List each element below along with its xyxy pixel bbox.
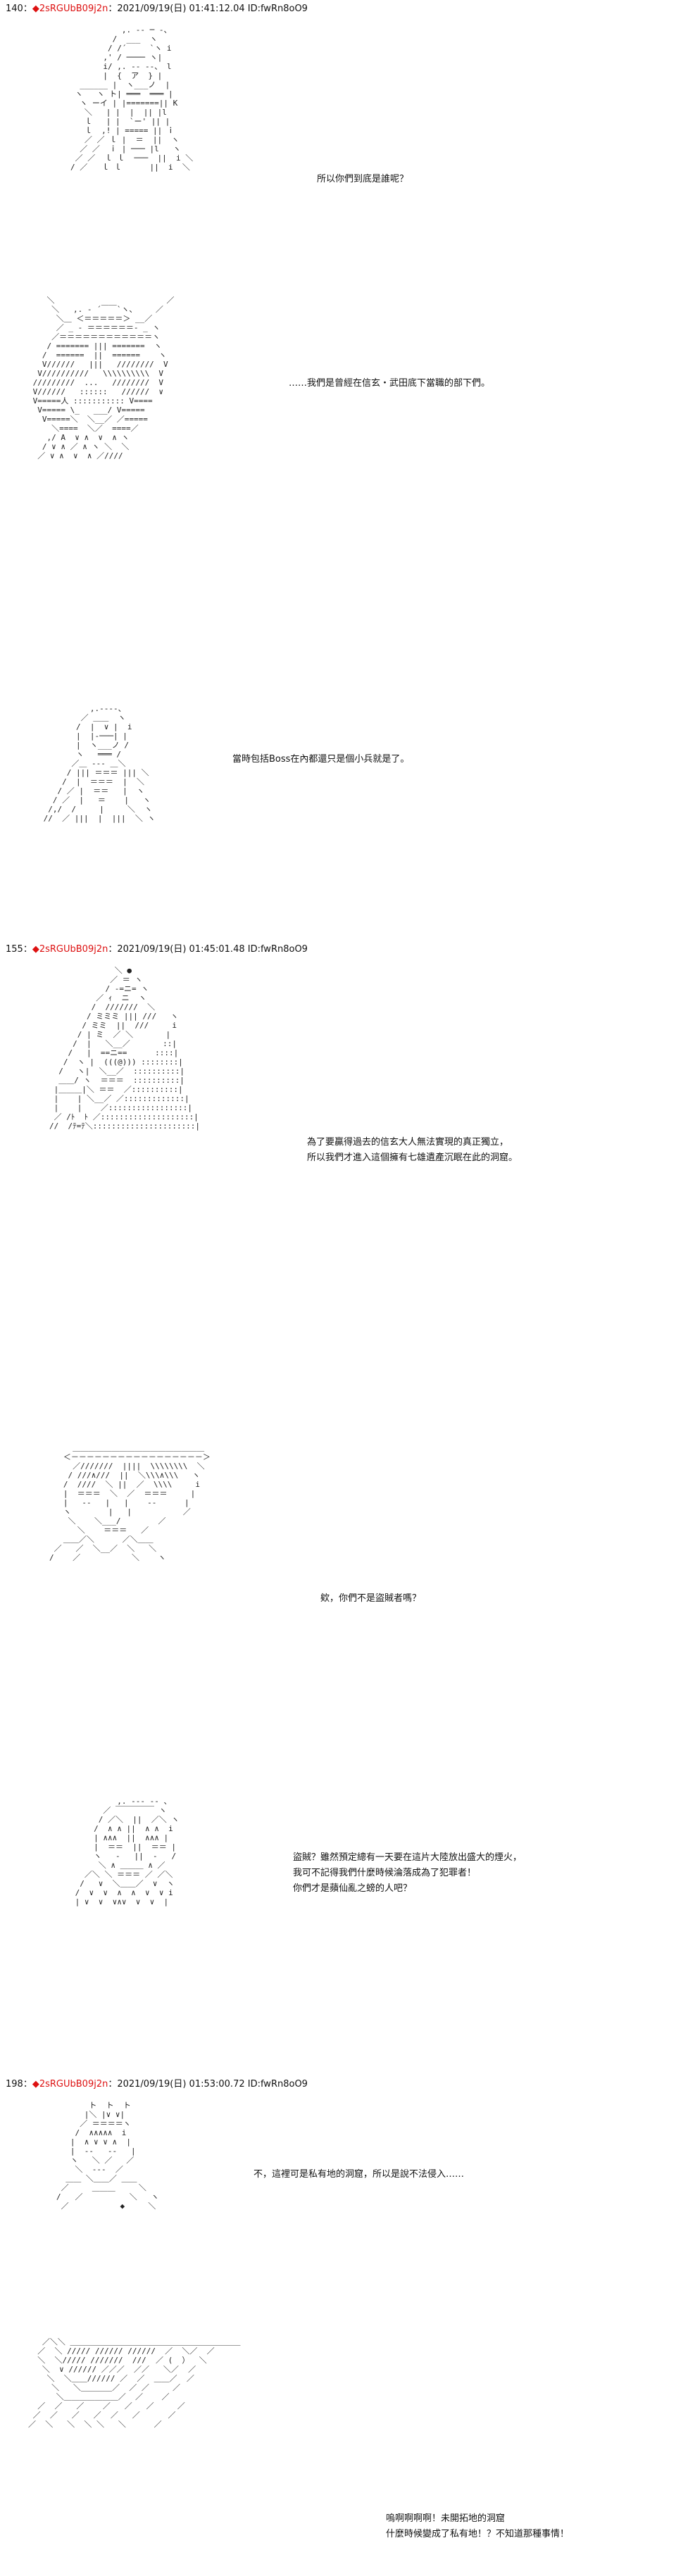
dialog-text: 盜賊？雖然預定總有一天要在這片大陸放出盛大的煙火， 我可不記得我們什麼時候淪落成… <box>293 1852 522 1894</box>
ascii-art-character-4: ＼ ● ／ ＝ ヽ / ‐=ニ= ヽ ／ ｨ ニ ヽ / /////// ＼ /… <box>49 966 201 1131</box>
post-meta: ：2021/09/19(日) 01:53:00.72 ID:fwRn8oO9 <box>108 2079 308 2090</box>
dialog-text: 不，這裡可是私有地的洞窟，所以是說不法侵入…… <box>254 2169 465 2180</box>
dialog-text: ……我們是曾經在信玄・武田底下當職的部下們。 <box>289 378 491 389</box>
dialog-text: 嗚啊啊啊啊！未開拓地的洞窟 什麼時候變成了私有地！？不知道那種事情！ <box>386 2513 570 2539</box>
post-number: 155 <box>6 944 23 955</box>
dialog-text: 所以你們到底是誰呢？ <box>317 174 409 184</box>
post-number: 198 <box>6 2079 23 2090</box>
post-separator: ： <box>23 4 32 14</box>
post-header: 140：◆2sRGUbB09j2n：2021/09/19(日) 01:41:12… <box>6 3 308 15</box>
post-header: 155：◆2sRGUbB09j2n：2021/09/19(日) 01:45:01… <box>6 944 308 955</box>
ascii-art-character-2: ＼ ／ ＼ ,. - ´￣￣`ヽ、 ／ ＼＿ ＜＝＝＝＝＝＞ __／ ／ _ ‐… <box>32 296 175 460</box>
post-meta: ：2021/09/19(日) 01:41:12.04 ID:fwRn8oO9 <box>108 4 308 14</box>
ascii-art-character-8: ／＼＼ ＿＿＿＿＿＿＿＿＿＿＿＿＿＿＿＿＿＿＿＿＿＿ ／ ＼ ///// ///… <box>28 2337 241 2429</box>
ascii-art-character-3: ,.-‐‐-、 ／ ＿＿ ヽ / | ∨ | i | |‐───| | | ヽ_… <box>43 704 156 823</box>
poster-name[interactable]: ◆2sRGUbB09j2n <box>32 2079 108 2090</box>
dialog-text: 當時包括Boss在內都還只是個小兵就是了。 <box>232 754 410 765</box>
dialog-text: 為了要贏得過去的信玄大人無法實現的真正獨立， 所以我們才進入這個擁有七雄遺產沉眠… <box>307 1137 518 1163</box>
ascii-art-character-6: ,. ‐‐‐ ‐‐ 、 ／ ￣￣￣￣￣ ヽ / ／＼ || ／＼ ヽ / ∧ ∧… <box>75 1797 180 1906</box>
post-meta: ：2021/09/19(日) 01:45:01.48 ID:fwRn8oO9 <box>108 944 308 955</box>
ascii-art-character-1: ,. -‐ ─ -、 / ___ ヽ / /´ `ヽ i ,' / ──── ヽ… <box>70 25 194 172</box>
ascii-art-character-7: ト ト ト |＼ |∨ ∨| ／ ＝＝＝＝ヽ / ∧∧∧∧∧ i | ∧ ∨ ∨… <box>56 2101 159 2211</box>
ascii-art-character-5: ＿＿＿＿＿＿＿＿＿＿＿＿＿＿＿＿＿ ＜－－－－－－－－－－－－－－－－－＞ ／/… <box>49 1443 211 1562</box>
dialog-text: 欸，你們不是盜賊者嗎？ <box>320 1593 422 1604</box>
post-header: 198：◆2sRGUbB09j2n：2021/09/19(日) 01:53:00… <box>6 2079 308 2090</box>
post-number: 140 <box>6 4 23 14</box>
poster-name[interactable]: ◆2sRGUbB09j2n <box>32 4 108 14</box>
poster-name[interactable]: ◆2sRGUbB09j2n <box>32 944 108 955</box>
